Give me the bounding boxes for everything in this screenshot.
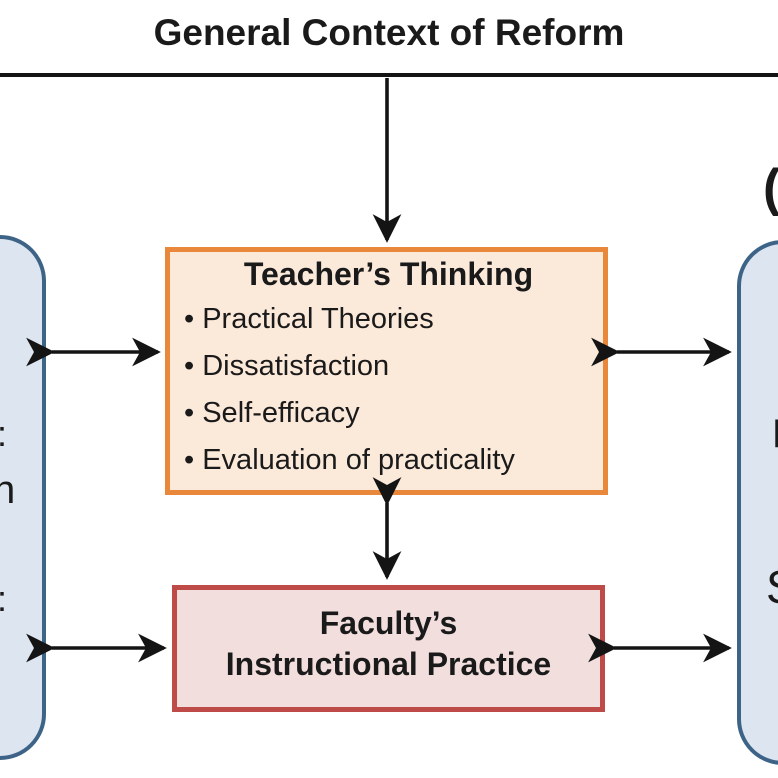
teachers-thinking-title: Teacher’s Thinking <box>243 256 534 292</box>
faculty-instructional-practice-box: Faculty’s Instructional Practice <box>172 585 605 712</box>
bullet-practical-theories: Practical Theories <box>184 296 593 343</box>
left-capsule-box <box>0 235 46 760</box>
faculty-box-title-line2: Instructional Practice <box>225 646 552 682</box>
page-title: General Context of Reform <box>153 12 625 53</box>
teachers-thinking-box: Teacher’s Thinking Practical Theories Di… <box>165 247 608 495</box>
teachers-thinking-bullet-list: Practical Theories Dissatisfaction Self-… <box>184 296 593 484</box>
bullet-dissatisfaction: Dissatisfaction <box>184 343 593 390</box>
right-capsule-text-fragment: S <box>766 560 778 614</box>
right-capsule-box <box>737 240 778 765</box>
bullet-self-efficacy: Self-efficacy <box>184 390 593 437</box>
right-capsule-text-fragment: F <box>772 412 778 457</box>
context-divider-line <box>0 73 778 77</box>
faculty-box-title-line1: Faculty’s <box>319 605 458 641</box>
left-capsule-text-fragment: n <box>0 468 16 512</box>
left-capsule-text-fragment: : <box>0 578 7 620</box>
right-capsule-label-fragment: ( <box>763 158 778 218</box>
bullet-evaluation-of-practicality: Evaluation of practicality <box>184 437 593 484</box>
left-capsule-text-fragment: : <box>0 413 7 455</box>
